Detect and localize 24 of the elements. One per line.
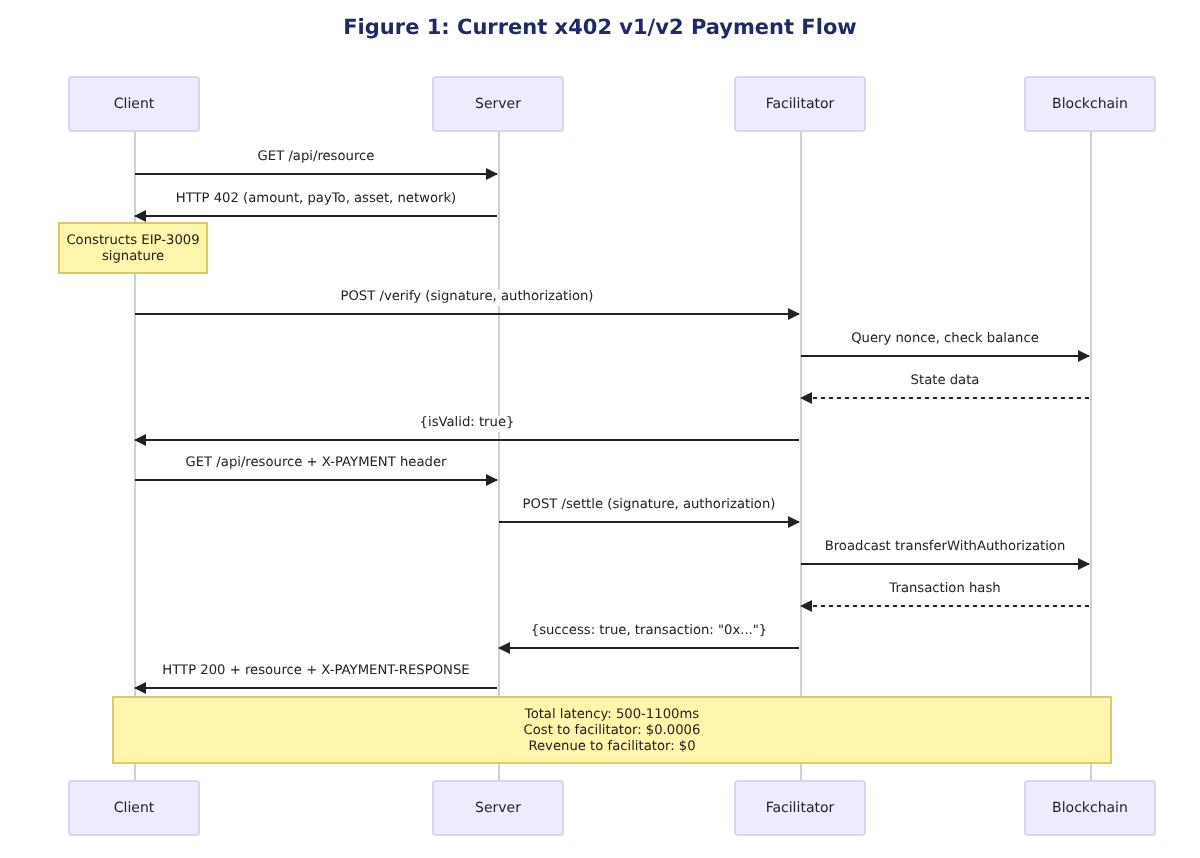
dashed-arrow	[800, 392, 1090, 404]
participant-box	[734, 76, 866, 132]
participant-box	[1024, 780, 1156, 836]
arrow	[498, 642, 800, 654]
dashed-arrow	[800, 600, 1090, 612]
arrow	[134, 474, 498, 486]
participant-box	[432, 780, 564, 836]
arrow	[498, 516, 800, 528]
note-box	[112, 696, 1112, 764]
participant-box	[1024, 76, 1156, 132]
participant-box	[734, 780, 866, 836]
arrow	[800, 350, 1090, 362]
arrow	[134, 682, 498, 694]
arrow	[800, 558, 1090, 570]
arrow	[134, 308, 800, 320]
lifeline	[1089, 132, 1091, 780]
participant-box	[432, 76, 564, 132]
arrow	[134, 168, 498, 180]
arrow	[134, 434, 800, 446]
note-box	[58, 222, 208, 274]
arrow	[134, 210, 498, 222]
participant-box	[68, 780, 200, 836]
participant-box	[68, 76, 200, 132]
diagram-title: Figure 1: Current x402 v1/v2 Payment Flow	[341, 16, 859, 40]
